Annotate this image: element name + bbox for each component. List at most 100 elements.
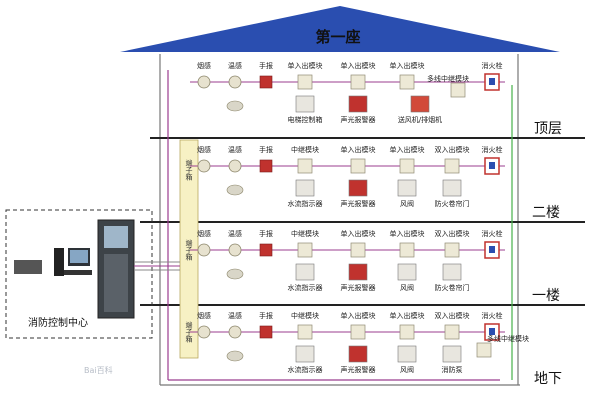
module-icon <box>297 324 313 340</box>
terminal-block-label-2: 端子箱 <box>185 159 193 182</box>
equipment-label: 声光报警器 <box>341 283 376 292</box>
device-label: 手报 <box>259 311 273 320</box>
device-label: 温感 <box>228 145 242 154</box>
equipment-label: 风阀 <box>400 283 414 292</box>
hydrant-button-core <box>489 78 495 85</box>
device-label: 烟感 <box>197 61 211 70</box>
equipment-icon <box>295 263 315 281</box>
heat-detector-icon <box>228 159 242 173</box>
device-label: 消火栓 <box>482 229 503 238</box>
equipment-label: 电梯控制箱 <box>288 115 323 124</box>
smoke-detector-icon <box>197 243 211 257</box>
manual-call-point-icon <box>259 243 273 257</box>
module-icon <box>350 74 366 90</box>
building-title: 第一座 <box>315 28 360 46</box>
terminal-block-label-1: 端子箱 <box>185 239 193 262</box>
module-icon <box>399 242 415 258</box>
manual-call-point-icon <box>259 325 273 339</box>
multiline-relay-label: 多线中继模块 <box>427 74 469 83</box>
device-label: 中继模块 <box>291 229 319 238</box>
equipment-label: 水流指示器 <box>288 283 323 292</box>
device-label: 消火栓 <box>482 311 503 320</box>
device-label: 手报 <box>259 61 273 70</box>
equipment-icon <box>442 179 462 197</box>
equipment-icon <box>295 345 315 363</box>
equipment-label: 水流指示器 <box>288 365 323 374</box>
equipment-icon <box>348 179 368 197</box>
heat-detector-icon <box>228 75 242 89</box>
smoke-detector-icon <box>197 159 211 173</box>
terminal-block-label-b: 端子箱 <box>185 321 193 344</box>
module-icon <box>297 158 313 174</box>
equipment-icon <box>397 179 417 197</box>
equipment-label: 防火卷帘门 <box>435 199 470 208</box>
device-label: 单入出模块 <box>390 229 425 238</box>
device-label: 单入出模块 <box>341 311 376 320</box>
equipment-icon <box>348 345 368 363</box>
device-label: 单入出模块 <box>341 229 376 238</box>
equipment-icon <box>442 345 462 363</box>
module-icon <box>350 242 366 258</box>
device-label: 单入出模块 <box>390 145 425 154</box>
monitor-screen <box>70 250 88 263</box>
equipment-icon <box>295 95 315 113</box>
device-label: 温感 <box>228 229 242 238</box>
multiline-relay-module-icon <box>450 82 466 98</box>
equipment-label: 风阀 <box>400 199 414 208</box>
equipment-icon <box>397 263 417 281</box>
multiline-relay-module-icon <box>476 342 492 358</box>
equipment-label: 风阀 <box>400 365 414 374</box>
watermark: Bai百科 <box>84 365 113 375</box>
manual-call-point-icon <box>259 159 273 173</box>
device-label: 手报 <box>259 229 273 238</box>
multiline-relay-label: 多线中继模块 <box>487 334 529 343</box>
floor-label-top: 顶层 <box>534 121 562 137</box>
floor-label-1: 一楼 <box>532 288 560 304</box>
hydrant-button-core <box>489 162 495 169</box>
module-icon <box>444 324 460 340</box>
module-icon <box>399 74 415 90</box>
device-label: 单入出模块 <box>341 145 376 154</box>
device-label: 双入出模块 <box>435 229 470 238</box>
equipment-icon <box>410 95 430 113</box>
pc-tower-icon <box>54 248 64 276</box>
floor-label-basement: 地下 <box>534 371 562 387</box>
beam-detector-icon <box>226 100 244 112</box>
device-label: 单入出模块 <box>288 61 323 70</box>
control-center-label: 消防控制中心 <box>28 316 88 329</box>
module-icon <box>350 158 366 174</box>
device-label: 单入出模块 <box>390 311 425 320</box>
beam-detector-icon <box>226 268 244 280</box>
device-label: 双入出模块 <box>435 145 470 154</box>
device-label: 单入出模块 <box>341 61 376 70</box>
control-cabinet-door <box>104 254 128 312</box>
equipment-icon <box>348 95 368 113</box>
beam-detector-icon <box>226 184 244 196</box>
module-icon <box>297 74 313 90</box>
printer-icon <box>14 260 42 274</box>
hydrant-button-core <box>489 328 495 335</box>
control-cabinet-panel <box>104 226 128 248</box>
equipment-icon <box>397 345 417 363</box>
equipment-label: 声光报警器 <box>341 199 376 208</box>
hydrant-button-core <box>489 246 495 253</box>
smoke-detector-icon <box>197 325 211 339</box>
module-icon <box>399 158 415 174</box>
equipment-label: 送风机/排烟机 <box>398 115 442 124</box>
equipment-label: 消防泵 <box>442 365 463 374</box>
device-label: 消火栓 <box>482 61 503 70</box>
equipment-icon <box>442 263 462 281</box>
smoke-detector-icon <box>197 75 211 89</box>
module-icon <box>444 158 460 174</box>
floor-label-2: 二楼 <box>532 205 560 221</box>
equipment-label: 声光报警器 <box>341 115 376 124</box>
module-icon <box>399 324 415 340</box>
device-label: 中继模块 <box>291 145 319 154</box>
heat-detector-icon <box>228 243 242 257</box>
manual-call-point-icon <box>259 75 273 89</box>
roof <box>120 6 560 52</box>
device-label: 单入出模块 <box>390 61 425 70</box>
device-label: 双入出模块 <box>435 311 470 320</box>
module-icon <box>297 242 313 258</box>
